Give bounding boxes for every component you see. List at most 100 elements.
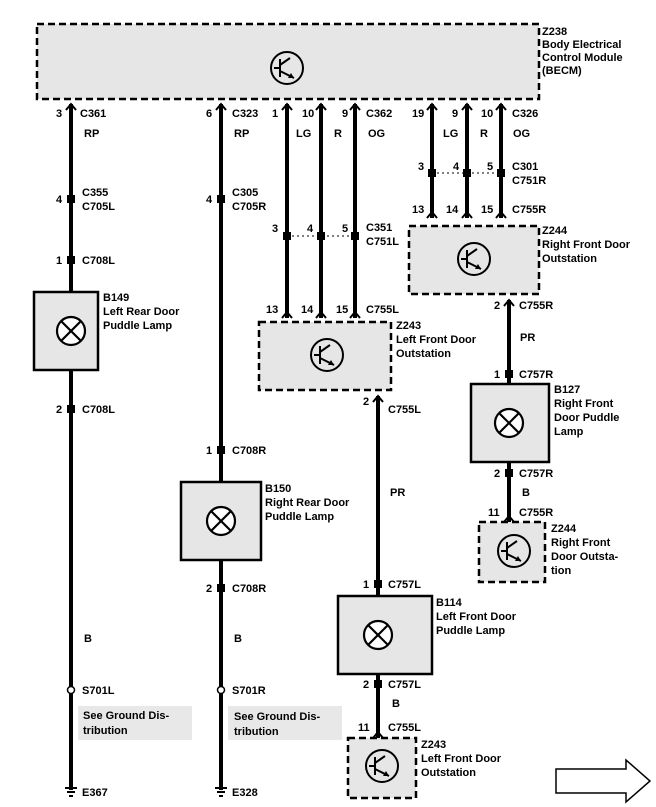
connector-label: C355 <box>82 187 108 199</box>
circuit-left-rear: 3 C361 RP 4 C355 C705L 1 C708L B149 Left… <box>32 102 192 799</box>
connector-label: C757R <box>519 468 553 480</box>
circuit-right-front: 19 9 10 C326 LG R OG 3 4 5 C301 C751R 13… <box>407 102 631 584</box>
connector-label: C751L <box>366 236 399 248</box>
ground-icon <box>215 787 227 797</box>
ground-icon <box>65 787 77 797</box>
splice-label: S701L <box>82 685 115 697</box>
pin-number: 14 <box>301 304 314 316</box>
pin-number: 2 <box>494 300 500 312</box>
outstation-transistor-icon <box>497 534 531 568</box>
pin-number: 4 <box>206 194 213 206</box>
module-label: Right Front <box>551 537 611 549</box>
connector-label: C705R <box>232 201 266 213</box>
connector-label: C755R <box>519 507 553 519</box>
note-text: See Ground Dis- <box>83 710 170 722</box>
pin-number: 5 <box>342 223 348 235</box>
connector-icon <box>463 169 471 177</box>
pin-marker-icon <box>503 298 515 307</box>
connector-icon <box>67 256 75 264</box>
becm-transistor-icon <box>270 51 304 85</box>
module-label: Outstation <box>421 767 476 779</box>
outstation-transistor-icon <box>365 749 399 783</box>
pin-number: 19 <box>412 108 424 120</box>
pin-number: 11 <box>488 507 500 519</box>
connector-icon <box>217 195 225 203</box>
pin-number: 3 <box>418 161 424 173</box>
wire-color-label: R <box>480 128 488 140</box>
lamp-id: B149 <box>103 292 129 304</box>
pin-number: 1 <box>272 108 278 120</box>
pin-number: 10 <box>302 108 314 120</box>
connector-label: C755R <box>519 300 553 312</box>
pin-marker-icon <box>281 310 361 319</box>
lamp-label: Puddle Lamp <box>265 511 334 523</box>
pin-number: 4 <box>307 223 314 235</box>
lamp-id: B127 <box>554 384 580 396</box>
connector-label: C305 <box>232 187 258 199</box>
pin-number: 15 <box>481 204 493 216</box>
connector-label: C757L <box>388 579 421 591</box>
connector-label: C361 <box>80 108 106 120</box>
connector-label: C301 <box>512 161 538 173</box>
module-label: tion <box>551 565 571 577</box>
lamp-icon <box>205 505 237 537</box>
splice-icon <box>216 685 226 695</box>
connector-label: C755L <box>388 722 421 734</box>
connector-label: C757R <box>519 369 553 381</box>
lamp-label: Lamp <box>554 426 584 438</box>
ground-label: E367 <box>82 787 108 799</box>
becm-id: Z238 <box>542 26 567 38</box>
lamp-label: Right Rear Door <box>265 497 350 509</box>
note-text: tribution <box>83 725 128 737</box>
pin-number: 9 <box>342 108 348 120</box>
connector-icon <box>374 680 382 688</box>
becm-module: Z238 Body Electrical Control Module (BEC… <box>35 22 623 101</box>
wire-color-label: B <box>522 487 530 499</box>
pin-number: 3 <box>56 108 62 120</box>
pin-number: 13 <box>412 204 424 216</box>
connector-label: C751R <box>512 175 546 187</box>
ground-label: E328 <box>232 787 258 799</box>
pin-marker-icon <box>426 102 507 111</box>
connector-label: C351 <box>366 222 392 234</box>
note-box <box>228 706 342 740</box>
pin-number: 10 <box>481 108 493 120</box>
pin-marker-icon <box>65 102 77 111</box>
pin-number: 1 <box>56 255 62 267</box>
wire-color-label: B <box>84 633 92 645</box>
circuit-right-rear: 6 C323 RP 4 C305 C705R 1 C708R B150 Righ… <box>179 102 350 799</box>
pin-number: 15 <box>336 304 348 316</box>
wire-color-label: PR <box>520 332 535 344</box>
connector-label: C326 <box>512 108 538 120</box>
pin-number: 13 <box>266 304 278 316</box>
becm-label-2: Control Module <box>542 52 623 64</box>
connector-icon <box>317 232 325 240</box>
module-label: Right Front Door <box>542 239 631 251</box>
connector-label: C708R <box>232 445 266 457</box>
wire-color-label: R <box>334 128 342 140</box>
note-text: See Ground Dis- <box>234 711 321 723</box>
lamp-label: Left Front Door <box>436 611 517 623</box>
connector-label: C705L <box>82 201 115 213</box>
pin-number: 3 <box>272 223 278 235</box>
lamp-icon <box>493 407 525 439</box>
wire-color-label: LG <box>296 128 311 140</box>
pin-number: 2 <box>206 583 212 595</box>
wire-color-label: RP <box>84 128 99 140</box>
connector-icon <box>283 232 291 240</box>
connector-label: C755R <box>512 204 546 216</box>
pin-marker-icon <box>215 102 227 111</box>
pin-marker-icon <box>281 102 361 111</box>
pin-number: 2 <box>494 468 500 480</box>
lamp-label: Left Rear Door <box>103 306 180 318</box>
connector-label: C755L <box>366 304 399 316</box>
connector-label: C708L <box>82 255 115 267</box>
pin-number: 11 <box>358 722 370 734</box>
connector-label: C755L <box>388 404 421 416</box>
pin-number: 14 <box>446 204 459 216</box>
outstation-transistor-icon <box>310 338 344 372</box>
next-page-arrow-icon[interactable] <box>555 758 652 804</box>
lamp-icon <box>362 619 394 651</box>
module-label: Door Outsta- <box>551 551 619 563</box>
